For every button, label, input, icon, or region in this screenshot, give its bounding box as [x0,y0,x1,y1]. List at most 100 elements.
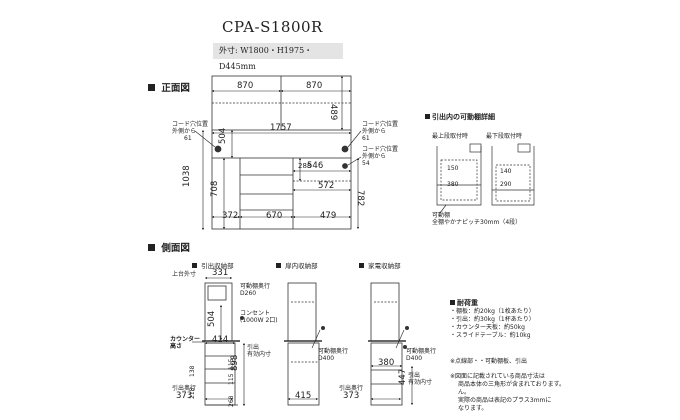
side1-drawer-dim-5: 268 [228,395,235,407]
drawer-dim-150: 150 [447,165,459,172]
side1-counter-label-2: 高さ [170,343,183,350]
side2-label-text: 扉内収納部 [285,262,318,270]
front-view-heading-text: 正面図 [161,83,190,94]
side3-plug-icon-lower [403,345,407,349]
product-model-title: CPA-S1800R [222,18,323,36]
front-w-572: 572 [318,181,335,191]
side1-shelf-label: 可動棚奥行 D260 [240,283,270,297]
front-left-note-line1: コード穴位置 [172,121,209,128]
side3-label: 家電収納部 [359,260,401,270]
side2-shelf-label-1: 可動棚奥行 [318,348,349,355]
side3-base-outline [370,342,403,406]
side3-dim-447-text: 447 [398,368,408,385]
leader-right-cord-lower [347,156,362,166]
front-w-left: 870 [237,81,254,91]
front-right-note-line2: 外側から [362,128,387,135]
side2-label: 扉内収納部 [276,260,318,270]
side1-drawer-dim-1: 138 [189,365,196,377]
front-right-note-value: 61 [362,135,370,142]
side2-shelf-label-2: D400 [318,355,335,362]
side3-dim-380-text: 380 [378,358,395,368]
front-left-note-value: 61 [184,135,192,142]
side2-shelf-leader [311,329,321,349]
specs-note-2-line1: ※図面に記載されている商品寸法は [450,373,545,380]
front-right-cord-note: コード穴位置 外側から 61 [362,121,398,142]
side3-drawer-label-2: 有効内寸 [408,379,433,386]
front-h-288: 288 [298,162,312,170]
front-h-upper: 489 [328,104,338,121]
side1-drawer-label: 引出 有効内寸 [247,344,271,358]
side3-drawer-label-1: 引出 [408,372,421,379]
drawer-detail-left-knob [469,143,482,153]
specs-item-4: ・スライドテーブル：約10kg [450,332,531,339]
side1-drawer-depth-label: 引出奥行 [172,385,197,392]
specs-note-2: ※図面に記載されている商品寸法は 商品本体の三角形が含まれております。 ん。 実… [450,373,565,413]
drawer-shelf-note-line1: 可動棚 [432,212,451,219]
side3-shelf-leader [395,329,405,349]
specs-list: ・棚板：約20kg（1枚あたり） ・引出：約30kg（1杯あたり） ・カウンター… [450,308,535,340]
leader-right-cord [347,130,362,148]
side3-shelf-label-2: D400 [406,355,423,362]
drawer-detail-right-frame [491,146,535,206]
side1-dim-331-text: 331 [212,268,229,278]
side1-outlet-icon [240,316,244,320]
base-cabinet-outline [211,157,352,230]
front-w-670: 670 [266,211,283,221]
side1-drawer-dim-4: 115 [228,373,235,385]
drawer-detail-leader [439,204,447,214]
front-h-1038: 1038 [182,165,192,187]
cord-hole-right [341,145,349,153]
side1-label-text: 引出収納部 [201,262,234,270]
drawer-dim-140: 140 [500,168,512,175]
front-left-note-line2: 外側から [172,128,197,135]
specs-item-2: ・引出：約30kg（1杯あたり） [450,316,535,323]
side3-dim-373-text: 373 [343,391,360,401]
drawer-shelf-heading-marker [425,114,430,119]
front-right-note2-line1: コード穴位置 [362,146,399,153]
front-right-note2-value: 54 [362,160,370,167]
front-view-heading: 正面図 [148,80,190,94]
side1-outlet-label: コンセント (1000W 2口) [240,310,278,324]
side-view-heading-text: 側面図 [161,243,190,254]
upper-cabinet-outline [211,75,352,131]
side1-top-label: 上台外寸 [172,271,197,278]
side1-drawer-label-1: 引出 [247,344,260,351]
side1-upper-shelf-box [207,285,227,301]
side3-label-text: 家電収納部 [368,262,401,270]
side1-label: 引出収納部 [192,260,234,270]
drawer-dim-290: 290 [500,181,512,188]
front-w-546: 546 [307,161,324,171]
specs-note-2-line4: 実際の商品は表記のプラス3mmに [458,397,552,404]
side2-dim-415-text: 415 [295,391,312,401]
leader-left-cord [194,130,216,148]
side1-dim-373-text: 373 [176,391,193,401]
side1-shelf-label-1: 可動棚奥行 [240,283,271,290]
side3-drawer-label: 引出 有効内寸 [408,372,432,386]
front-h-708: 708 [210,180,220,197]
drawer-caption-top: 最上段取付時 [432,133,469,140]
front-right-note2-line2: 外側から [362,153,387,160]
side2-upper-outline [287,282,317,342]
front-h-504: 504 [218,127,228,144]
front-w-372: 372 [222,211,239,221]
drawer-shelf-heading: 引出内の可動棚詳細 [425,112,495,122]
side1-counter-label-1: カウンター [170,336,201,343]
specs-title-text: 耐荷重 [457,299,478,307]
front-w-479: 479 [320,211,337,221]
outer-dimensions-box: 外寸: W1800・H1975・D445mm [213,43,343,71]
side3-upper-outline [370,282,400,342]
drawer-detail-right-knob [517,143,531,153]
side3-shelf-label-1: 可動棚奥行 [406,348,437,355]
front-right-note-line1: コード穴位置 [362,121,399,128]
specs-note-1: ※点線部・・可動棚板、引出 [450,358,528,365]
side1-drawer-label-2: 有効内寸 [247,351,272,358]
side1-outlet-label-1: コンセント [240,310,271,317]
side1-counter-label: カウンター 高さ [170,336,200,350]
side3-shelf-label: 可動棚奥行 D400 [406,348,436,362]
specs-title-marker [450,300,455,305]
specs-note-2-line2: 商品本体の三角形が含まれております。 [458,381,566,388]
cord-hole-right-lower [342,163,348,169]
drawer-shelf-note-line2: 全棚やかナピッチ30mm（4段） [432,219,522,226]
specs-item-3: ・カウンター天板：約50kg [450,324,525,331]
